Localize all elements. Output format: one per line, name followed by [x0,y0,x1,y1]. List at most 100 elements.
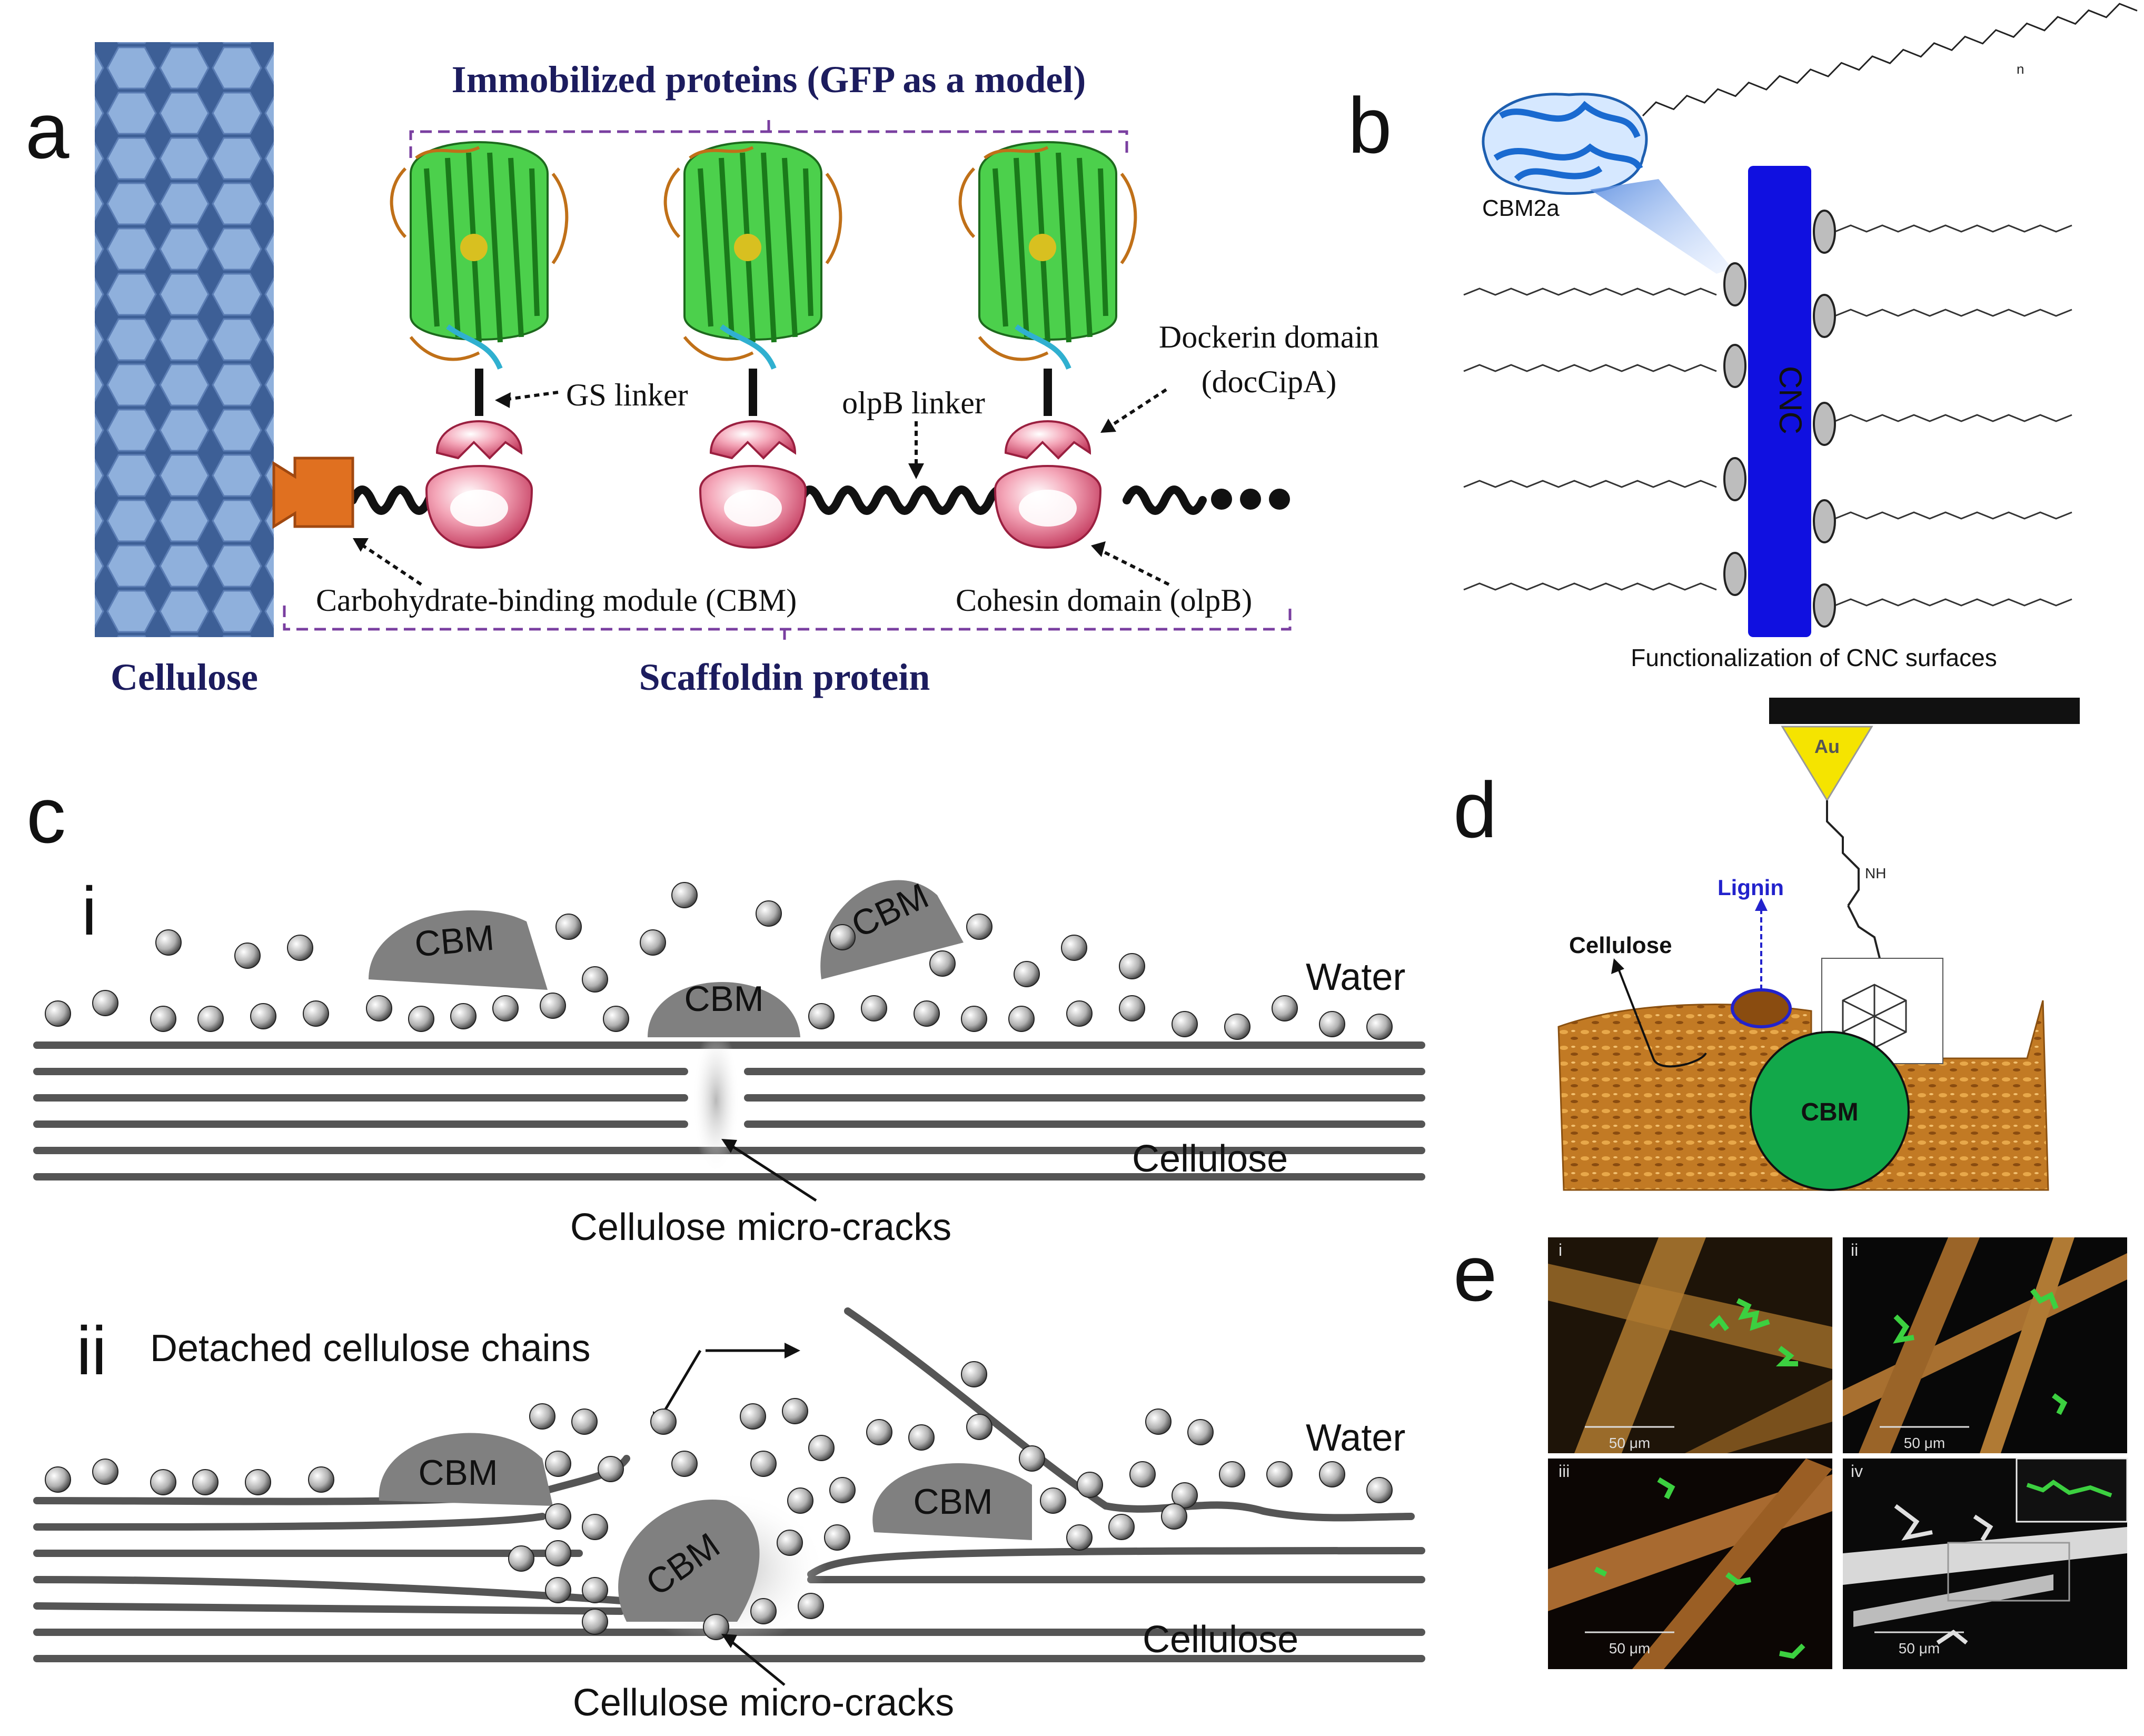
lignin-marker [1731,988,1792,1028]
cbm-block [272,457,354,529]
gfp-loops [663,146,842,361]
cbm2a-label: CBM2a [1482,195,1560,221]
cbm2a-protein [1482,93,1648,195]
cohesin-highlight [450,490,508,527]
cbm-arrow [357,541,422,586]
right-anchor-ellipses [1813,210,1836,628]
arrowhead [1100,419,1116,433]
scalebar-iv: 50 μm [1899,1640,1940,1656]
dockerin-cap [709,420,797,460]
detached-label: Detached cellulose chains [150,1327,591,1370]
immobilized-title: Immobilized proteins (GFP as a model) [452,58,1086,101]
cnc-caption: Functionalization of CNC surfaces [1631,644,1997,671]
left-anchor-ellipses [1723,262,1746,596]
arrowhead [495,392,511,408]
cbm-label-i-1: CBM [413,918,495,965]
lignin-label: Lignin [1718,875,1784,900]
cohesin-highlight [1019,490,1077,527]
cnc-rod [1748,166,1811,637]
gs-linker-stick [1044,369,1052,416]
gfp-chromophore [734,234,761,261]
panel-a: a Cellulose Immobilized proteins (GFP as… [25,42,1379,698]
gfp-loops [390,146,569,361]
arrowhead [785,1343,800,1358]
ellipsis-dot [1240,489,1261,510]
gfp-loops [958,146,1137,361]
microcracks-label-i: Cellulose micro-cracks [570,1206,951,1248]
arrowhead [1611,958,1624,974]
cellulose-label-ii: Cellulose [1143,1619,1298,1661]
panel-e: e i 50 μm ii 50 μm [1453,1229,2128,1669]
microcracks-label-ii: Cellulose micro-cracks [573,1682,954,1724]
micrograph-ii-label: ii [1851,1241,1858,1259]
cbm-shapes-i [369,880,964,1037]
micrograph-i: i 50 μm [1548,1237,1832,1453]
gfp-chromophore [1029,234,1056,261]
cbm-beam [1590,179,1732,274]
cbm-label-ii-2: CBM [913,1482,992,1522]
cantilever [1769,698,2080,724]
au-tip [1781,726,1873,802]
right-polymer-chains [1834,224,2072,607]
micro-crack-arrow-ii [726,1636,786,1686]
au-tip-label: Au [1814,736,1840,757]
panel-c-sub-ii: ii [76,1312,107,1389]
water-molecules-i [45,882,1393,1040]
scalebar-iii: 50 μm [1609,1640,1650,1656]
micro-crack-arrow-i [726,1141,817,1202]
arrowhead [721,1634,737,1648]
cbm-module-label: Carbohydrate-binding module (CBM) [316,583,797,618]
gfp-helix [720,324,777,370]
cbm-circle-d [1750,1031,1910,1191]
dockerin-label-1: Dockerin domain [1159,320,1379,354]
bottom-bracket [283,606,1292,640]
arrowhead [908,463,924,479]
cellulose-label-d: Cellulose [1569,933,1672,958]
cellulose-label: Cellulose [111,656,258,698]
gfp-unit [390,141,1137,549]
gs-linker-stick [475,369,483,416]
micrograph-i-label: i [1559,1241,1562,1259]
cbm-shapes-ii [379,1433,1032,1622]
panel-b: b n CBM2a CNC [1348,3,2138,671]
panel-c-label: c [26,771,66,859]
cbm-label-ii-1: CBM [418,1453,498,1493]
cbm-label-d: CBM [1801,1098,1858,1126]
chelator-structure [1842,984,1907,1049]
arrowhead [353,538,369,552]
cohesin-arrow [1094,546,1170,586]
gs-linker-label: GS linker [566,378,688,412]
scaffoldin-label: Scaffoldin protein [639,656,930,698]
panel-e-label: e [1453,1229,1497,1317]
water-label-ii: Water [1306,1417,1405,1459]
ellipsis-dot [1211,489,1232,510]
cellulose-label-i: Cellulose [1132,1138,1288,1180]
scalebar-ii: 50 μm [1904,1435,1945,1451]
water-label-i: Water [1306,956,1405,998]
nh-label: NH [1865,865,1886,881]
dockerin-label-2: (docCipA) [1202,364,1337,399]
dockerin-cap [1004,420,1091,460]
panel-c: c i CBM CBM CBM Water Cellulose Cellulos… [26,771,1425,1724]
gfp-helix [1015,324,1071,370]
cbm-label-i-2: CBM [684,979,763,1019]
cohesin-label: Cohesin domain (olpB) [956,583,1252,618]
dockerin-cap [435,420,523,460]
cellulose-hex-column [95,42,274,637]
ellipsis-dot [1269,489,1290,510]
micrograph-iii: iii 50 μm [1548,1459,1832,1669]
panel-b-label: b [1348,81,1392,170]
micrograph-ii: ii 50 μm [1843,1237,2127,1453]
gs-linker-stick [749,369,757,416]
gfp-chromophore [460,234,488,261]
arrowhead [1091,541,1106,557]
top-bracket [409,120,1128,158]
arrowhead [721,1139,737,1153]
panel-c-sub-i: i [82,872,97,949]
water-molecules-ii [45,1361,1393,1640]
micrograph-iii-label: iii [1559,1462,1570,1481]
annotation-arrows [357,388,1170,586]
micrograph-iv-label: iv [1851,1462,1863,1481]
arrowhead [1755,898,1768,911]
